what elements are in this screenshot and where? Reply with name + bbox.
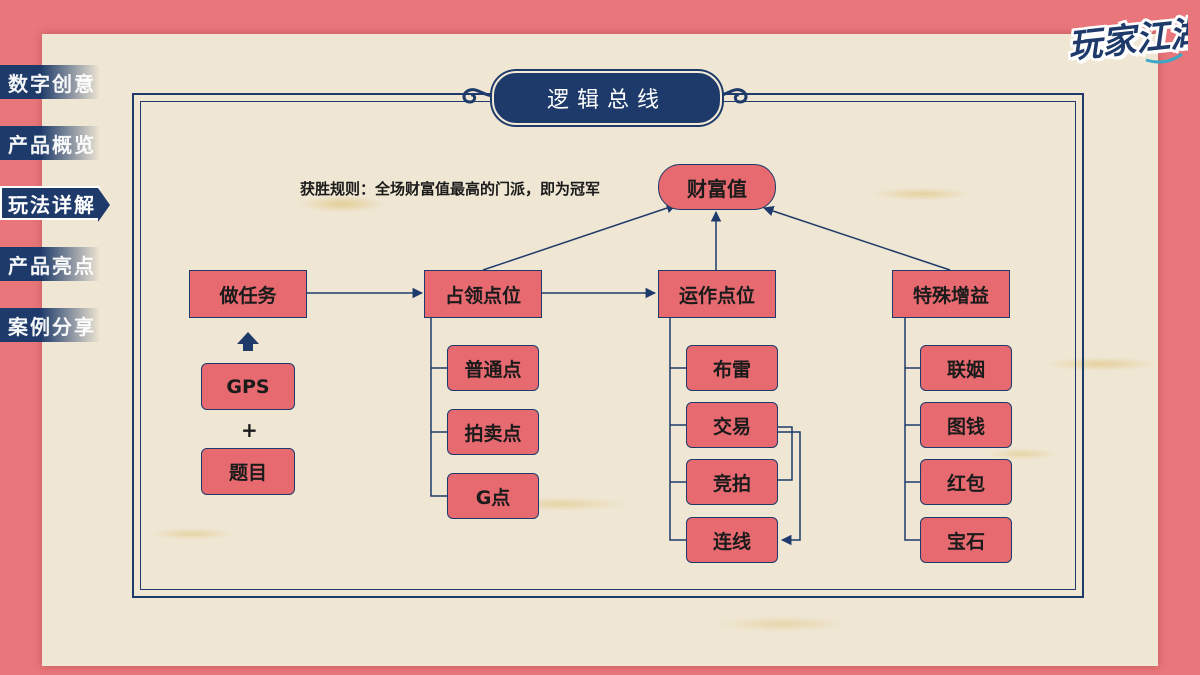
operate-child-node: 竞拍 [686,459,778,505]
operate-child-node: 连线 [686,517,778,563]
operate-node: 运作点位 [658,270,776,318]
bonus-child-node: 联姻 [920,345,1012,391]
nav-label: 数字创意 [8,71,96,96]
question-node: 题目 [201,448,295,495]
nav-item-digital[interactable]: 数字创意 [0,65,112,99]
title-left-cloud-icon [462,88,495,104]
up-arrow-icon [237,332,259,351]
nav-label: 案例分享 [8,314,96,339]
nav-label: 玩法详解 [8,192,96,217]
operate-child-node: 布雷 [686,345,778,391]
nav-item-cases[interactable]: 案例分享 [0,308,112,342]
occupy-node: 占领点位 [424,270,542,318]
gps-node: GPS [201,363,295,410]
nav-label: 产品亮点 [8,253,96,278]
occupy-child-node: 拍卖点 [447,409,539,455]
operate-child-node: 交易 [686,402,778,448]
title-right-cloud-icon [715,88,748,104]
brand-logo-art: 玩家江湖 [1065,11,1200,69]
occupy-child-node: 普通点 [447,345,539,391]
wealth-node: 财富值 [658,164,776,210]
bonus-child-node: 图钱 [920,402,1012,448]
bonus-child-node: 红包 [920,459,1012,505]
nav-item-overview[interactable]: 产品概览 [0,126,112,160]
nav-label: 产品概览 [8,132,96,157]
page-title-banner: 逻辑总线 [492,71,722,125]
occupy-child-node: G点 [447,473,539,519]
nav-item-highlights[interactable]: 产品亮点 [0,247,112,281]
brand-logo: 玩家江湖 [1065,11,1200,69]
bonus-child-node: 宝石 [920,517,1012,563]
bonus-node: 特殊增益 [892,270,1010,318]
plus-sign: + [241,418,258,442]
page-title: 逻辑总线 [546,88,667,113]
victory-rule: 获胜规则：全场财富值最高的门派，即为冠军 [300,180,601,198]
task-node: 做任务 [189,270,307,318]
nav-item-gameplay[interactable]: 玩法详解 [0,186,112,222]
